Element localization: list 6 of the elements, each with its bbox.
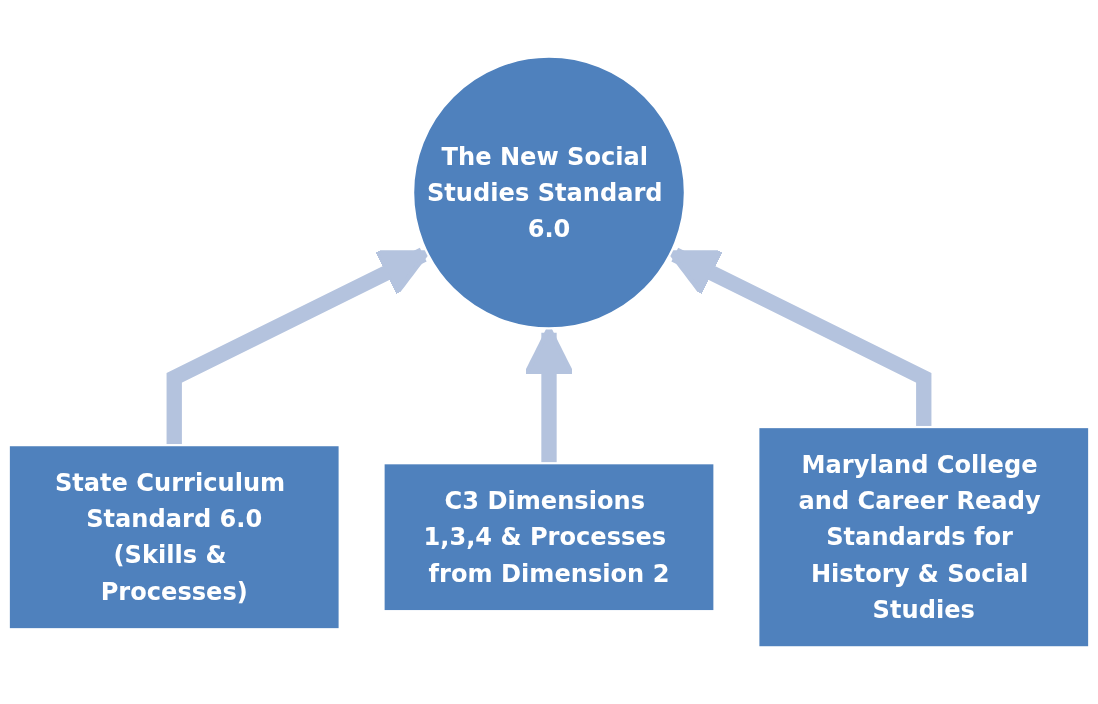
node-box: State Curriculum Standard 6.0 (Skills & Processes) [7, 444, 341, 631]
node-box: Maryland College and Career Ready Standards for History & Social Studies [757, 425, 1091, 649]
node-circle: The New Social Studies Standard 6.0 [412, 55, 686, 330]
arrow [668, 247, 932, 428]
node-box: C3 Dimensions 1,3,4 & Processes from Dimension 2 [382, 462, 716, 613]
arrow [166, 247, 430, 446]
